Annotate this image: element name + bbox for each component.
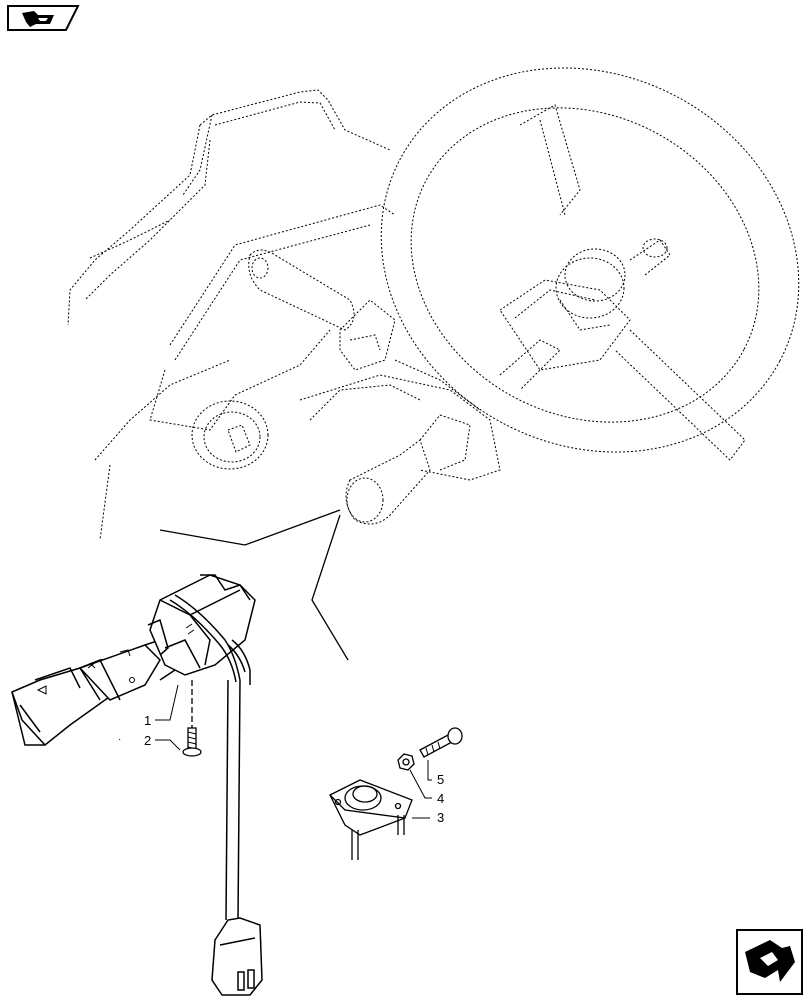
mounting-flange [329, 779, 413, 860]
nut [397, 753, 415, 771]
bolt [419, 727, 463, 758]
screw [182, 727, 202, 757]
next-page-arrow-icon [745, 940, 795, 982]
multifunction-switch [11, 574, 263, 996]
bottom-nav-button[interactable] [736, 929, 803, 995]
callout-1: 1 [144, 713, 151, 728]
book-arrow-icon [22, 11, 54, 27]
dashboard-context-drawing [67, 67, 800, 541]
stray-dot: · [118, 734, 121, 745]
top-nav-button[interactable] [7, 5, 80, 31]
callout-leaders [155, 684, 432, 819]
callout-4: 4 [437, 791, 444, 806]
callout-numbers: 1 2 3 4 5 [144, 713, 444, 825]
callout-2: 2 [144, 733, 151, 748]
callout-5: 5 [437, 772, 444, 787]
callout-3: 3 [437, 810, 444, 825]
